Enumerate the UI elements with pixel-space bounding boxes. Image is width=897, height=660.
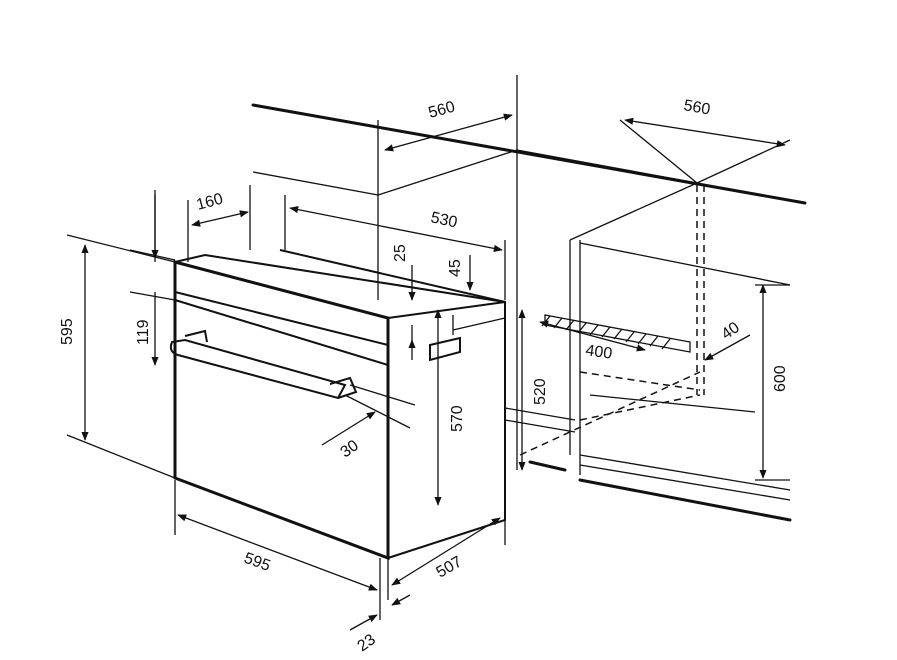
dim-vent-depth: 40 — [719, 319, 743, 343]
dim-niche-height: 600 — [772, 365, 789, 392]
oven-handle — [169, 329, 358, 400]
dim-niche-floor-height: 520 — [532, 378, 549, 405]
dim-oven-height: 595 — [59, 318, 76, 345]
dim-oven-top-offset: 160 — [195, 191, 225, 214]
dim-vent-width: 400 — [584, 342, 613, 363]
dim-oven-body-height: 570 — [449, 405, 466, 432]
dim-handle-depth: 30 — [338, 437, 362, 461]
dim-panel-height: 119 — [135, 319, 152, 345]
dim-cabinet-depth-right: 560 — [682, 97, 711, 118]
oven — [173, 249, 506, 561]
dim-vent-height: 45 — [447, 259, 464, 277]
dim-cabinet-depth-left: 560 — [427, 99, 457, 122]
dim-oven-body-depth: 530 — [429, 209, 459, 231]
dim-gap-top: 25 — [392, 244, 409, 262]
dim-oven-side-depth: 507 — [434, 553, 466, 581]
cabinet-structure — [251, 75, 807, 522]
extension-lines — [66, 119, 791, 620]
dimension-lines — [81, 113, 786, 631]
dim-oven-width: 595 — [242, 550, 273, 575]
dim-front-thickness: 23 — [355, 631, 379, 655]
